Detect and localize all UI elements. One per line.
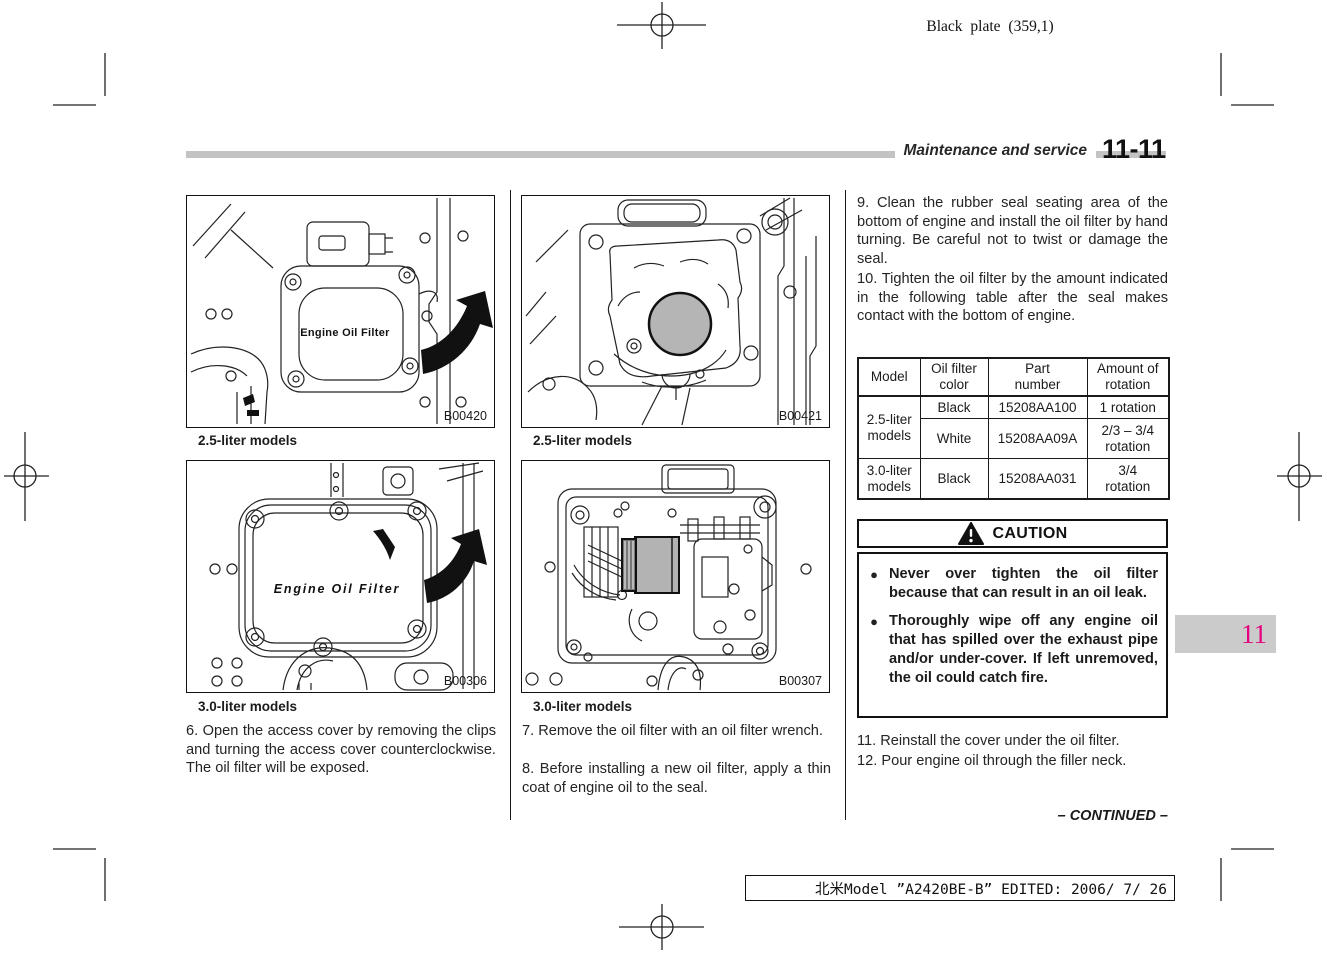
table-row: 3.0-liter models Black 15208AA031 3/4 ro…	[857, 458, 1170, 500]
rotate-arrow-icon	[424, 529, 487, 603]
figure-access-cover-25l: Engine Oil Filter B00420	[186, 195, 495, 428]
cell-rotation: 3/4 rotation	[1086, 458, 1170, 500]
step-8: 8. Before installing a new oil filter, a…	[522, 761, 831, 796]
cell-color: White	[919, 418, 989, 460]
bullet-icon: ●	[870, 614, 878, 629]
rotate-arrow-icon	[421, 291, 493, 374]
step-11: 11. Reinstall the cover under the oil fi…	[857, 733, 1120, 749]
figure-code: B00421	[779, 409, 822, 423]
chapter-tab-number: 11	[1241, 618, 1267, 649]
figure-inner-label: Engine Oil Filter	[300, 327, 390, 339]
oil-filter-shape	[621, 536, 680, 594]
edition-footer: 北米Model ”A2420BE-B” EDITED: 2006/ 7/ 26	[745, 875, 1175, 901]
figure-oil-filter-30l: B00307	[521, 460, 830, 693]
step-6: 6. Open the access cover by removing the…	[186, 723, 496, 776]
col-header-model: Model	[857, 357, 921, 397]
figure-access-cover-30l: Engine Oil Filter B00306	[186, 460, 495, 693]
bullet-icon: ●	[870, 567, 878, 582]
caution-header: CAUTION	[857, 519, 1168, 548]
cell-rotation: 2/3 – 3/4 rotation	[1086, 418, 1170, 460]
section-title: Maintenance and service	[894, 142, 1096, 160]
cell-part: 15208AA100	[987, 395, 1088, 420]
figure-oil-filter-25l: B00421	[521, 195, 830, 428]
figure-code: B00307	[779, 674, 822, 688]
oil-filter-shape	[647, 291, 713, 357]
cell-model: 2.5-liter models	[857, 395, 921, 460]
caution-body: ● Never over tighten the oil filter beca…	[857, 552, 1168, 718]
step-12: 12. Pour engine oil through the filler n…	[857, 753, 1127, 769]
caution-item: ● Thoroughly wipe off any engine oil tha…	[859, 612, 1158, 688]
edition-footer-text: 北米Model ”A2420BE-B” EDITED: 2006/ 7/ 26	[814, 881, 1167, 898]
col-header-color: Oil filter color	[919, 357, 989, 397]
table-header-row: Model Oil filter color Part number Amoun…	[857, 357, 1170, 397]
continued-note: – CONTINUED –	[1057, 808, 1168, 824]
column-divider-right	[845, 190, 846, 820]
cell-color: Black	[919, 395, 989, 420]
cell-part: 15208AA031	[987, 458, 1088, 500]
step-10: 10. Tighten the oil filter by the amount…	[857, 271, 1168, 324]
caution-text: Never over tighten the oil filter becaus…	[889, 566, 1158, 601]
cell-rotation: 1 rotation	[1086, 395, 1170, 420]
step-9: 9. Clean the rubber seal seating area of…	[857, 195, 1168, 267]
col-header-rotation: Amount of rotation	[1086, 357, 1170, 397]
figure-caption: 2.5-liter models	[533, 433, 633, 448]
figure-caption: 3.0-liter models	[198, 699, 298, 714]
chapter-tab: 11	[1175, 615, 1276, 653]
caution-text: Thoroughly wipe off any engine oil that …	[889, 613, 1158, 686]
caution-title: CAUTION	[992, 524, 1068, 542]
table-row: White 15208AA09A 2/3 – 3/4 rotation	[858, 418, 1170, 460]
figure-caption: 3.0-liter models	[533, 699, 633, 714]
step-7: 7. Remove the oil filter with an oil fil…	[522, 723, 823, 739]
cell-part: 15208AA09A	[987, 418, 1088, 460]
warning-triangle-icon	[957, 522, 984, 545]
small-arrow-icon	[373, 529, 395, 560]
header-rule	[186, 151, 1166, 158]
column-divider-left	[510, 190, 511, 820]
cell-color: Black	[919, 458, 989, 500]
caution-item: ● Never over tighten the oil filter beca…	[859, 565, 1158, 603]
table-row: 2.5-liter models Black 15208AA100 1 rota…	[857, 395, 1170, 460]
rotation-spec-table: Model Oil filter color Part number Amoun…	[857, 357, 1170, 500]
figure-code: B00420	[444, 409, 487, 423]
col-header-part: Part number	[987, 357, 1088, 397]
page-number-ref: 11-11	[1102, 134, 1166, 164]
plate-note: Black plate (359,1)	[926, 18, 1054, 35]
figure-code: B00306	[444, 674, 487, 688]
figure-caption: 2.5-liter models	[198, 433, 298, 448]
figure-inner-label: Engine Oil Filter	[274, 582, 400, 596]
cell-model: 3.0-liter models	[857, 458, 921, 500]
